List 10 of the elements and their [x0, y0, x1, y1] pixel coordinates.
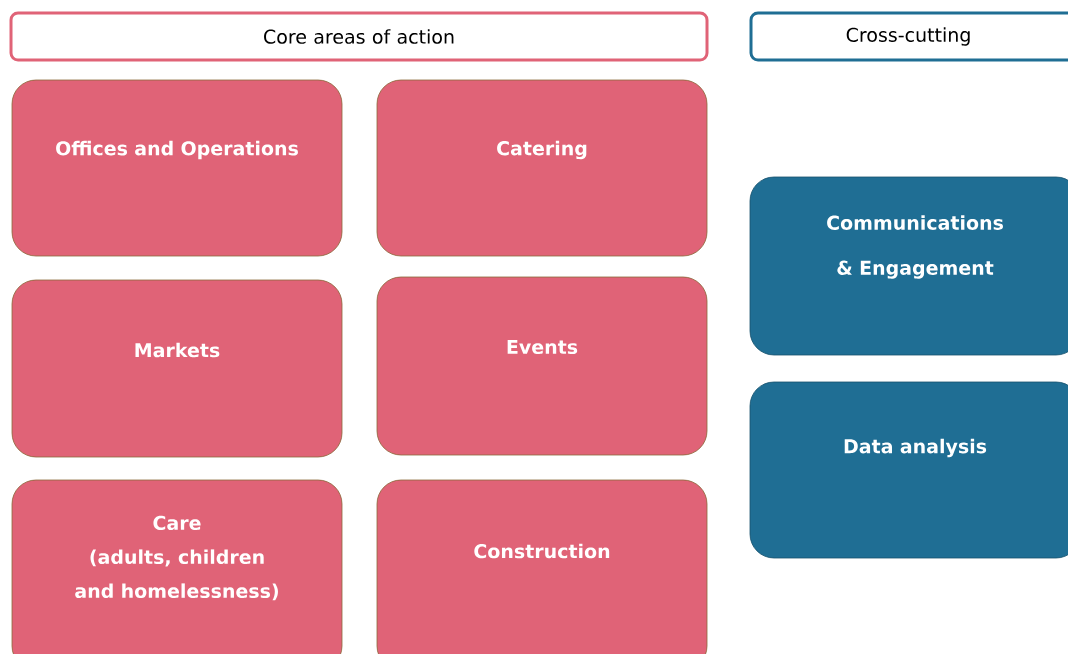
area-box: Offices and Operations	[11, 79, 343, 257]
area-box: Construction	[376, 479, 708, 654]
heading-box: Cross-cutting	[749, 11, 1068, 62]
area-box: Catering	[376, 79, 708, 257]
area-box: Events	[376, 276, 708, 456]
area-box: Data analysis	[749, 381, 1068, 559]
area-box: Markets	[11, 279, 343, 458]
area-box: Care (adults, children and homelessness)	[11, 479, 343, 654]
heading-box: Core areas of action	[9, 11, 709, 62]
area-box: Communications & Engagement	[749, 176, 1068, 356]
